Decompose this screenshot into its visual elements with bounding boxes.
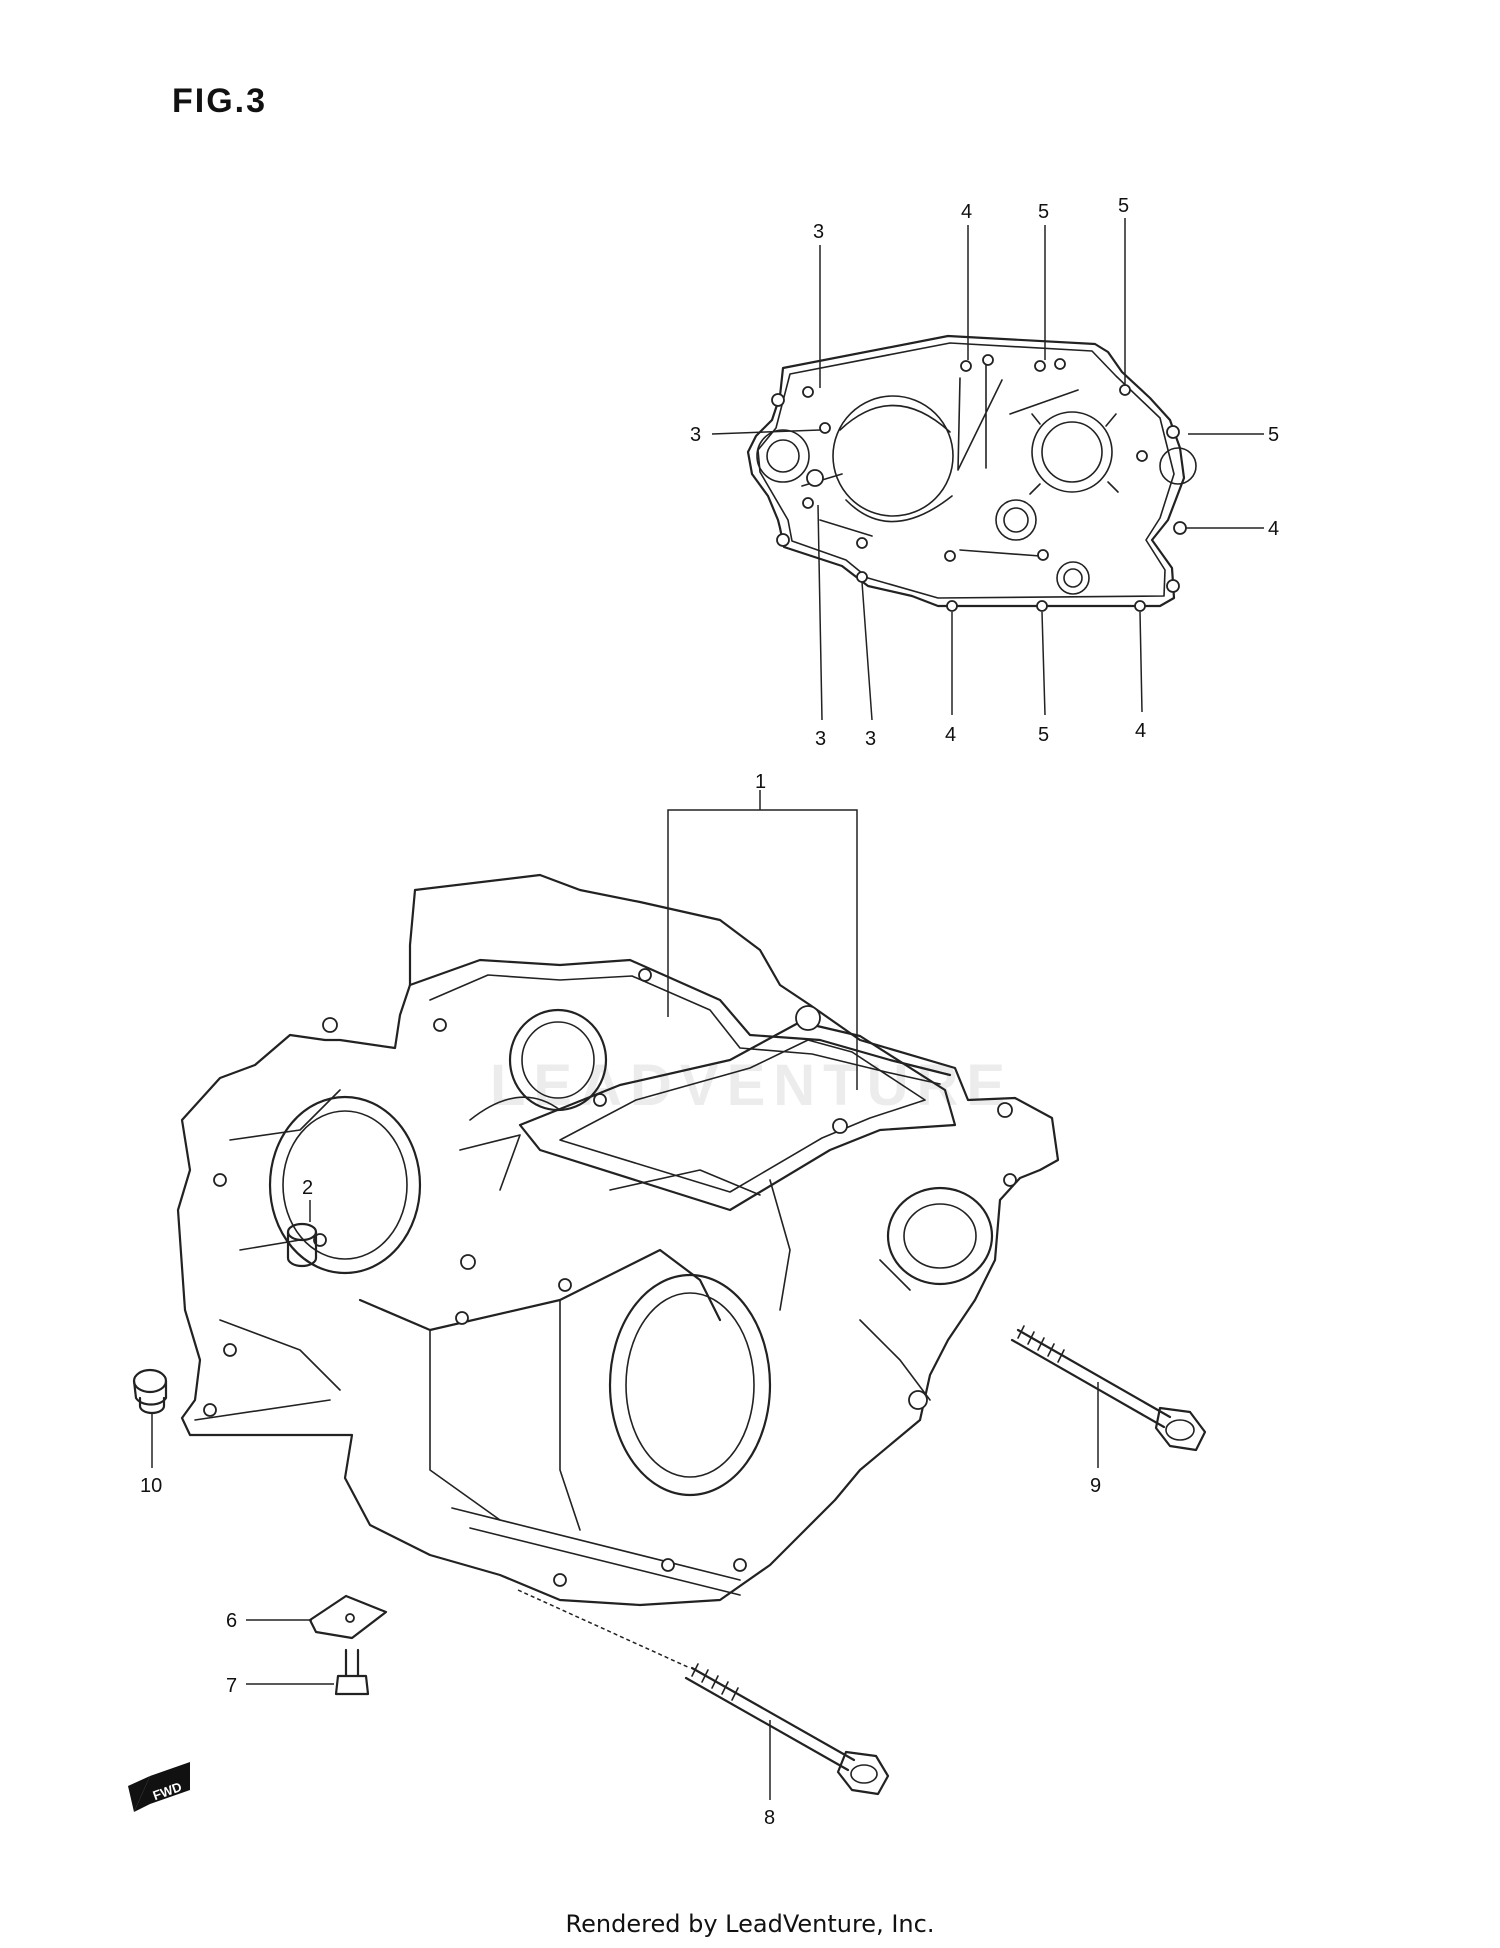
callout-gasket-right-2: 4 bbox=[1268, 518, 1279, 540]
long-bolt-lower bbox=[517, 1589, 890, 1800]
callout-long-bolt-lower: 8 bbox=[764, 1807, 775, 1829]
callout-plug: 10 bbox=[140, 1475, 162, 1497]
callout-gasket-bottom-3: 4 bbox=[945, 724, 956, 746]
crankcase-bolt-holes bbox=[203, 968, 1017, 1587]
callout-gasket-top-3: 5 bbox=[1038, 201, 1049, 223]
crankcase-assembly bbox=[176, 873, 1060, 1607]
gasket-bolt-holes bbox=[771, 354, 1187, 612]
callout-gasket-bottom-1: 3 bbox=[815, 728, 826, 750]
gasket-leader-lines bbox=[711, 218, 1264, 721]
callout-dowel: 2 bbox=[302, 1177, 313, 1199]
figure-title: FIG.3 bbox=[172, 82, 268, 120]
callout-plate: 6 bbox=[226, 1610, 237, 1632]
fwd-arrow-icon: FWD bbox=[128, 1762, 190, 1812]
crankcase-gasket bbox=[746, 334, 1197, 612]
callout-gasket-bottom-2: 3 bbox=[865, 728, 876, 750]
footer-credit: Rendered by LeadVenture, Inc. bbox=[565, 1910, 935, 1938]
callout-gasket-top-2: 4 bbox=[961, 201, 972, 223]
callout-long-bolt-right: 9 bbox=[1090, 1475, 1101, 1497]
callout-gasket-bottom-5: 4 bbox=[1135, 720, 1146, 742]
callout-gasket-right-1: 5 bbox=[1268, 424, 1279, 446]
callout-gasket-bottom-4: 5 bbox=[1038, 724, 1049, 746]
long-bolt-right bbox=[1010, 1325, 1207, 1468]
crankcase-callouts: 1 2 6 7 8 9 10 bbox=[140, 771, 1101, 1829]
callout-gasket-top-4: 5 bbox=[1118, 195, 1129, 217]
gasket-callouts: 3 4 5 5 3 5 4 3 3 4 5 4 bbox=[690, 195, 1279, 750]
callout-assembly: 1 bbox=[755, 771, 766, 793]
small-bolt bbox=[246, 1648, 370, 1696]
drain-plug bbox=[132, 1368, 168, 1468]
callout-gasket-top-1: 3 bbox=[813, 221, 824, 243]
small-plate bbox=[246, 1594, 388, 1640]
assembly-bracket bbox=[667, 790, 858, 1090]
callout-small-bolt: 7 bbox=[226, 1675, 237, 1697]
callout-gasket-left: 3 bbox=[690, 424, 701, 446]
